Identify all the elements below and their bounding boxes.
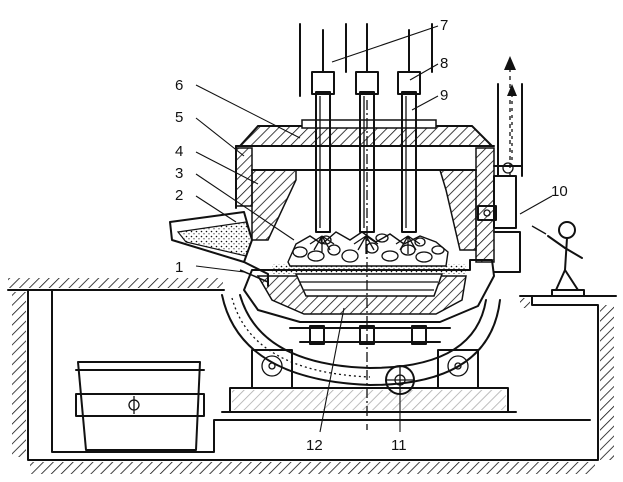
part-labels: 1 2 3 4 5 6 7 8 9 10 11 12 (175, 17, 568, 454)
label-10: 10 (551, 183, 568, 200)
label-3: 3 (175, 165, 183, 182)
scrap-charge (287, 231, 449, 267)
label-5: 5 (175, 109, 183, 126)
furnace-roof (237, 119, 495, 147)
label-11: 11 (391, 437, 407, 454)
exhaust-duct (493, 56, 523, 177)
foundation (221, 349, 517, 413)
rocker-cradle (221, 294, 501, 386)
label-7: 7 (440, 17, 448, 34)
label-1: 1 (175, 259, 183, 276)
label-2: 2 (175, 187, 183, 204)
label-12: 12 (306, 437, 323, 454)
label-6: 6 (175, 77, 183, 94)
tapping-spout (169, 211, 269, 287)
operator-figure (531, 221, 585, 297)
label-9: 9 (440, 87, 448, 104)
ground (7, 278, 617, 474)
label-4: 4 (175, 143, 183, 160)
furnace-hearth (243, 259, 495, 323)
ladle (75, 361, 205, 451)
label-8: 8 (440, 55, 448, 72)
leader-lines (195, 25, 553, 433)
